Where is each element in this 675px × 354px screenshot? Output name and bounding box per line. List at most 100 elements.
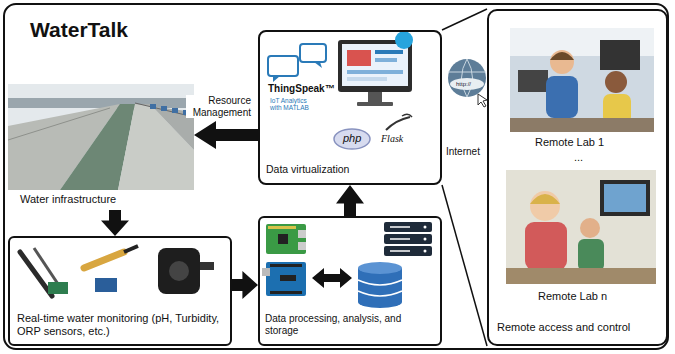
classroom-photo [510,118,654,132]
sensor-photos [20,252,52,296]
database-icon [358,296,402,308]
water-infrastructure-photo [8,84,194,190]
block-arrow [101,210,129,236]
monitor-icon [357,102,393,106]
internet-globe [450,78,484,90]
photo-caption: Remote Lab 1 [535,136,604,149]
internet-globe [448,59,486,97]
ellipsis-label: ... [574,151,583,164]
server-icon [384,246,432,256]
block-arrow [194,121,258,149]
server-icon [384,222,432,256]
server-icon [424,238,427,241]
classroom-photo [530,194,560,204]
monitor-icon [395,31,413,49]
network-label: Internet [446,146,480,158]
server-icon [424,250,427,253]
server-icon [390,226,410,228]
zoom-line [442,185,487,346]
classroom-photo [605,71,627,93]
classroom-photo [550,52,574,60]
sensor-photos [48,282,68,294]
arduino-board [270,264,302,267]
classroom-photo [506,170,656,284]
server-icon [384,222,432,232]
classroom-photo [530,191,560,221]
classroom-photo [546,76,578,118]
monitor-icon [347,77,387,81]
classroom-photo [600,40,640,70]
chat-bubbles-icon [314,62,322,68]
sensor-photos [20,246,214,296]
php-logo [334,129,370,149]
logo-text: Flask [381,133,403,145]
outer-frame [4,4,668,349]
double-arrow-symbol [312,268,352,288]
raspberry-pi-board [266,224,306,254]
chat-bubbles-icon [268,56,298,76]
sensor-photos [200,262,214,270]
server-icon [390,238,410,240]
database-icon [358,291,402,296]
water-infrastructure-photo [8,108,110,140]
classroom-photo [510,28,654,132]
logo-text: ThingSpeak™ [268,83,335,95]
url-text: http:// [456,81,471,88]
classroom-photo [578,239,604,271]
node-text: Data virtualization [266,163,349,176]
arduino-board [266,262,306,296]
server-icon [424,226,427,229]
node-text: Data processing, analysis, and storage [265,313,436,337]
edge-label: Resource Management [186,95,252,118]
process-box: Data processing, analysis, and storage [258,216,442,346]
sensor-photos [124,246,138,252]
classroom-photo [506,170,656,284]
sensor-photos [158,248,200,294]
water-infrastructure-photo [8,84,194,190]
classroom-photo [506,268,656,284]
chat-bubbles-icon [300,44,326,62]
flask-logo [386,114,412,130]
monitor-icon [342,44,408,86]
raspberry-pi-board [298,230,306,238]
node-text: Real-time water monitoring (pH, Turbidit… [17,312,224,338]
water-infrastructure-photo [161,106,167,111]
photo-node: Water infrastructure [8,84,194,210]
chat-bubbles-icon [268,44,326,82]
database-icon [358,280,402,285]
monitor-icon [338,31,413,106]
server-icon [384,234,432,244]
classroom-photo [550,50,574,74]
logo-subtext: IoT Analytics with MATLAB [270,97,318,112]
classroom-photo [580,218,600,238]
raspberry-pi-board [298,242,306,250]
block-arrow [336,185,364,216]
process-box: Real-time water monitoring (pH, Turbidit… [8,236,232,346]
photo-caption: Remote Lab n [538,290,607,303]
database-icon [358,262,402,308]
arduino-board [262,262,306,296]
node-text: Water infrastructure [20,193,116,206]
classroom-photo [600,180,650,216]
classroom-photo [604,184,646,212]
classroom-photo [525,222,567,270]
server-icon [390,250,410,252]
arduino-board [280,275,296,281]
arduino-board [270,291,302,294]
water-infrastructure-photo [150,104,156,109]
logo-text: php [343,132,361,145]
database-icon [358,262,402,274]
double-arrow-symbol [312,268,352,288]
sensor-photos [169,261,189,281]
block-arrow [232,271,258,299]
raspberry-pi-board [268,226,296,229]
classroom-photo [510,28,654,132]
flask-logo [402,114,412,117]
arduino-board [262,268,270,276]
classroom-photo [518,70,548,92]
internet-globe [448,59,486,97]
zoom-line [442,9,487,30]
flask-logo [386,117,410,130]
monitor-icon [347,70,403,74]
